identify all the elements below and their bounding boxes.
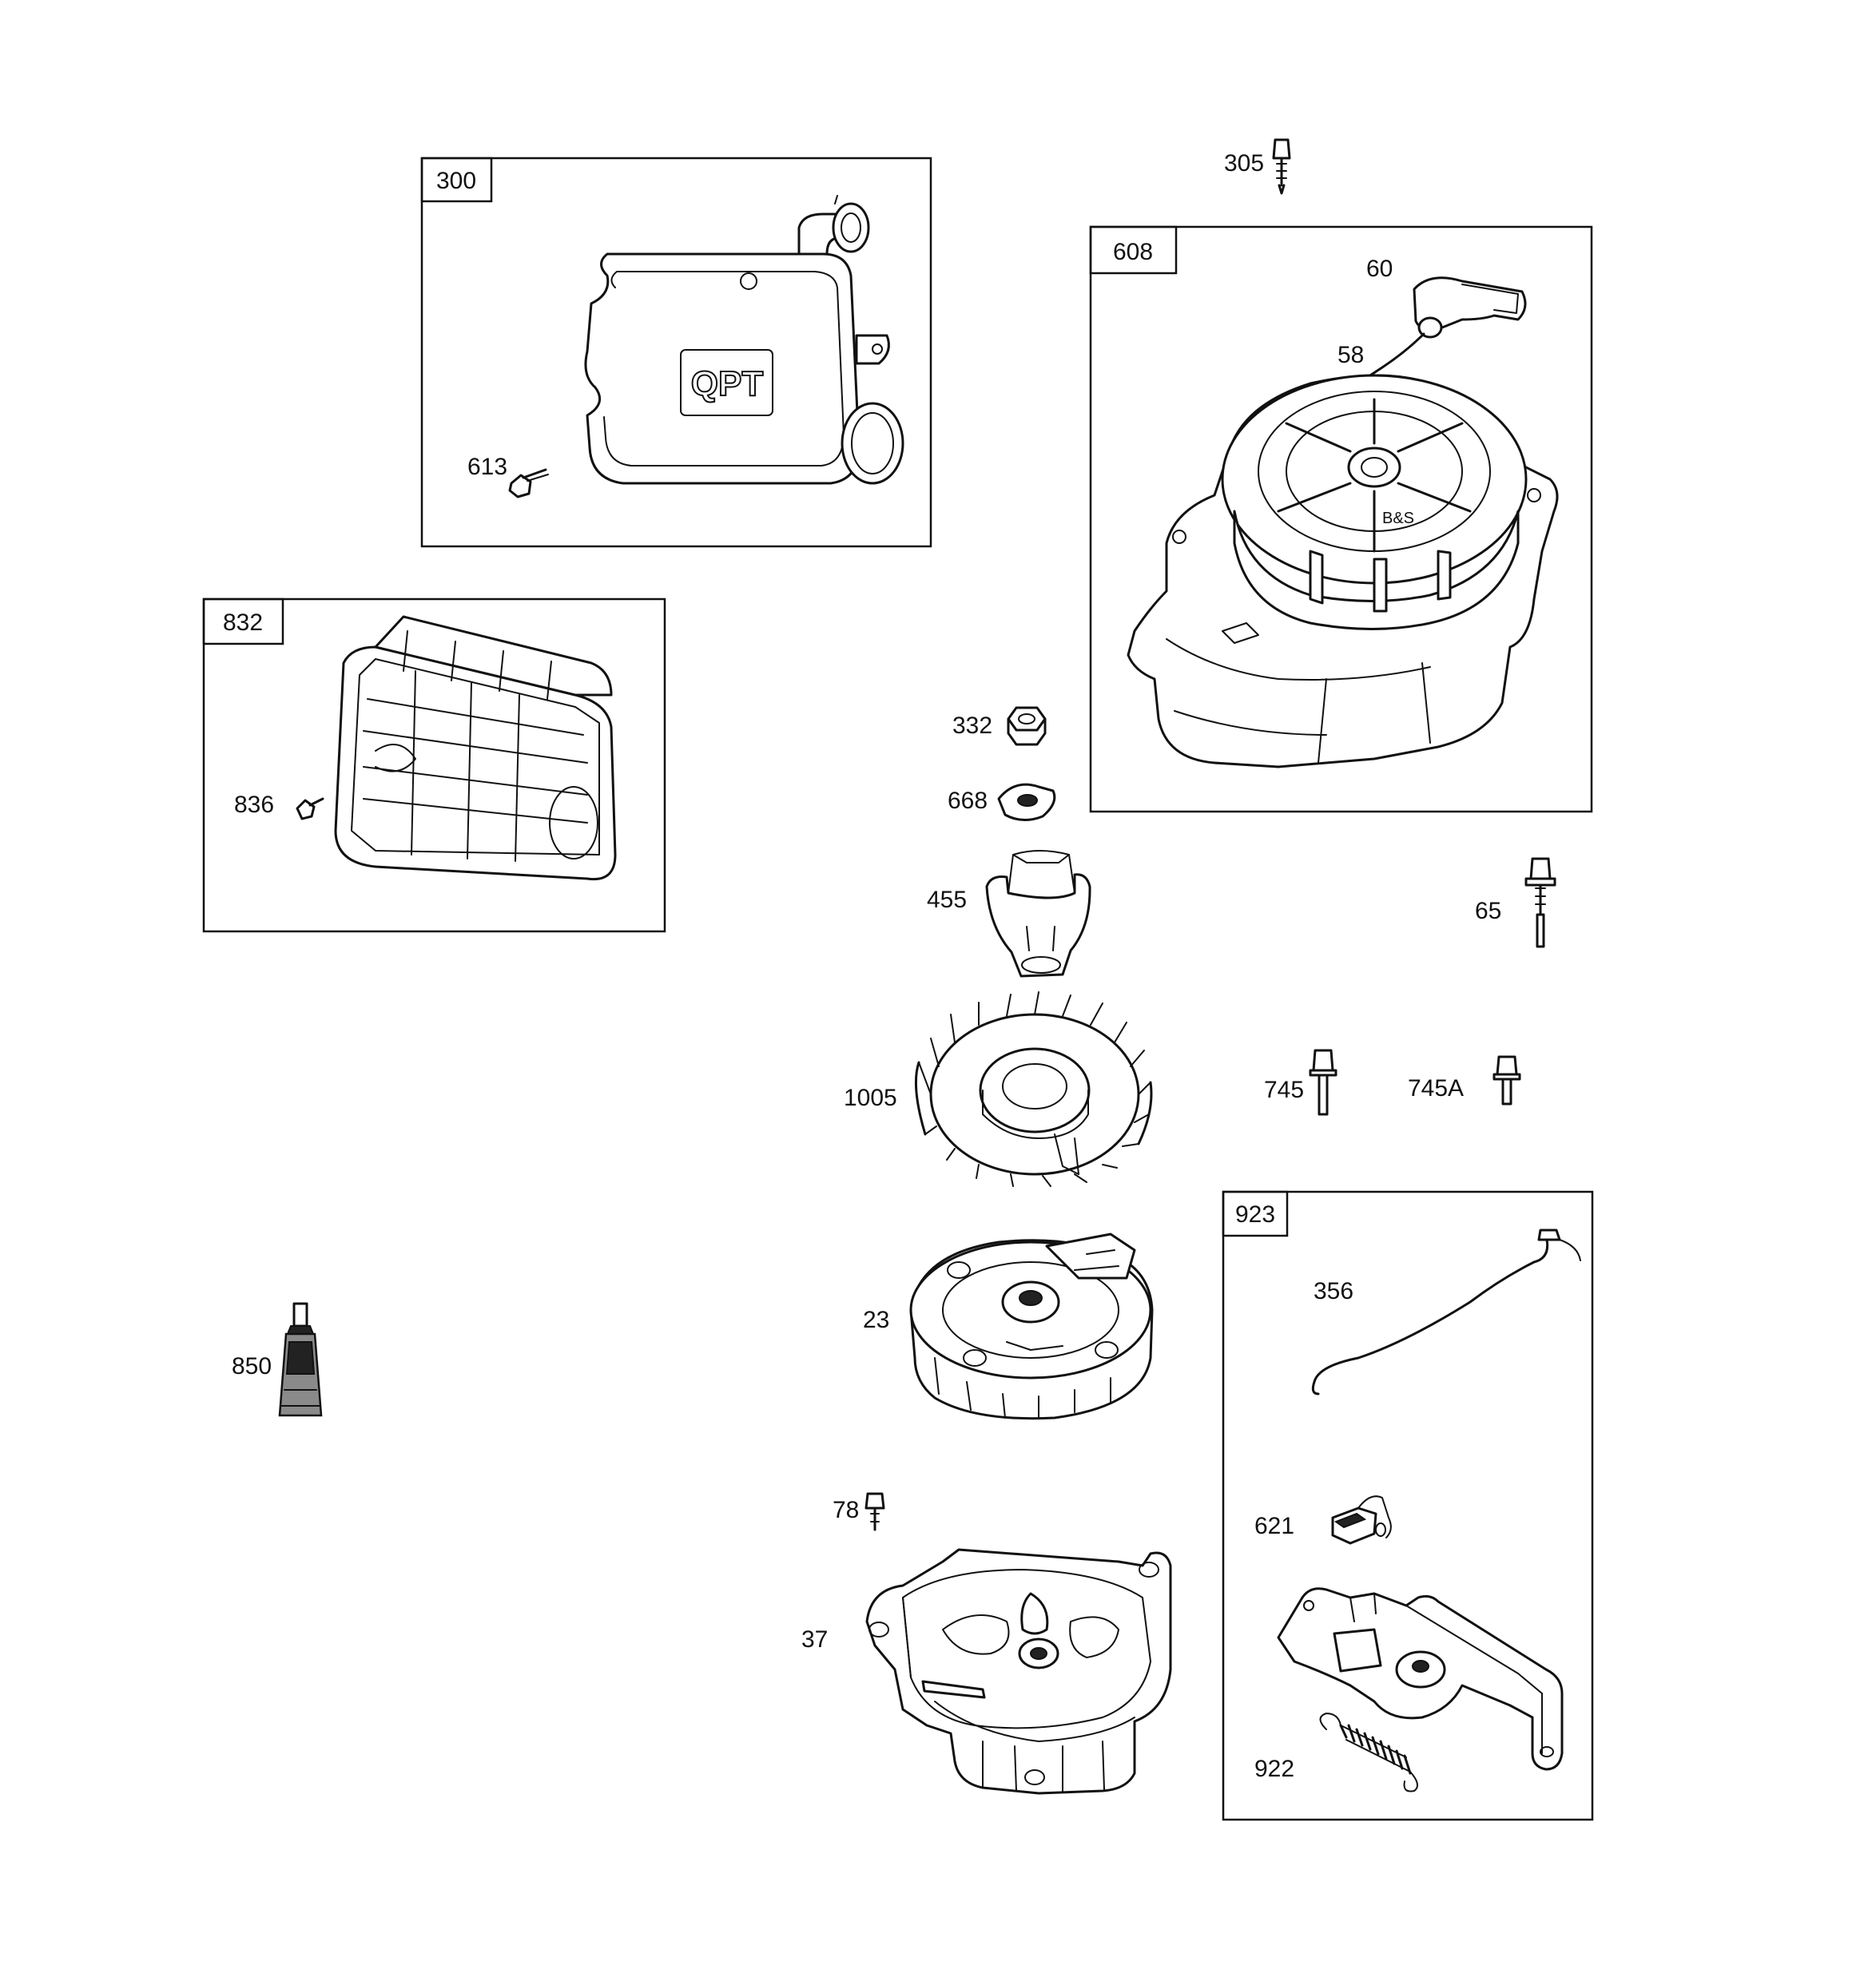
group-923-tag [1222, 1190, 1289, 1237]
nut-332-icon [1007, 706, 1047, 746]
svg-text:QPT: QPT [691, 364, 764, 403]
group-923-governor: 923 356 621 922 [1222, 1190, 1594, 1821]
callout-850: 850 [232, 1353, 272, 1380]
muffler-drawing: QPT [584, 195, 904, 485]
starter-housing-drawing: B&S [1127, 374, 1559, 768]
governor-link-356-icon [1311, 1229, 1581, 1395]
group-832-label: 832 [223, 609, 263, 636]
cooling-fan-1005-icon [914, 991, 1153, 1187]
bolt-745a-icon [1492, 1055, 1521, 1106]
screw-78-icon [864, 1492, 885, 1531]
callout-745: 745 [1264, 1077, 1304, 1103]
group-608-frame [1089, 225, 1593, 813]
callout-37: 37 [801, 1626, 828, 1653]
callout-745a: 745A [1408, 1075, 1464, 1102]
callout-1005: 1005 [844, 1085, 897, 1111]
callout-65: 65 [1475, 898, 1501, 924]
callout-356: 356 [1314, 1278, 1353, 1304]
group-832-guard: 832 836 [202, 597, 666, 933]
group-923-frame [1222, 1190, 1594, 1821]
group-300-label: 300 [436, 168, 476, 194]
callout-60: 60 [1366, 256, 1393, 282]
callout-613: 613 [467, 454, 507, 480]
group-832-tag [202, 597, 284, 645]
group-300-tag [420, 157, 493, 203]
bolt-305-icon [1272, 138, 1291, 195]
callout-305: 305 [1224, 150, 1264, 177]
callout-922: 922 [1254, 1756, 1294, 1782]
guard-drawing [334, 615, 617, 881]
bolt-613-icon [508, 468, 549, 498]
washer-668-icon [997, 783, 1056, 821]
callout-332: 332 [952, 713, 992, 739]
sealant-tube-850-icon [278, 1302, 323, 1417]
bolt-65-icon [1524, 857, 1556, 948]
svg-text:B&S: B&S [1382, 510, 1414, 527]
group-300-muffler: 300 QPT 613 [420, 157, 932, 548]
callout-23: 23 [863, 1307, 889, 1333]
callout-836: 836 [234, 792, 274, 818]
callout-455: 455 [927, 887, 967, 913]
callout-668: 668 [948, 788, 988, 814]
bolt-745-icon [1309, 1049, 1337, 1116]
group-608-tag [1089, 225, 1178, 275]
governor-lever-icon [1277, 1587, 1564, 1771]
group-608-label: 608 [1113, 239, 1153, 265]
callout-78: 78 [833, 1497, 859, 1523]
group-300-frame [420, 157, 932, 548]
blower-housing-37-icon [865, 1548, 1172, 1795]
starter-handle-icon [1413, 276, 1527, 339]
group-923-label: 923 [1235, 1201, 1275, 1228]
group-608-starter: 608 60 58 B&S [1089, 225, 1593, 813]
spring-922-icon [1319, 1713, 1418, 1792]
flywheel-23-icon [909, 1233, 1154, 1420]
clip-621-icon [1331, 1495, 1392, 1545]
callout-58: 58 [1337, 342, 1364, 368]
screw-836-icon [296, 797, 324, 820]
callout-621: 621 [1254, 1513, 1294, 1539]
group-832-frame [202, 597, 666, 933]
starter-cup-455-icon [985, 850, 1091, 978]
